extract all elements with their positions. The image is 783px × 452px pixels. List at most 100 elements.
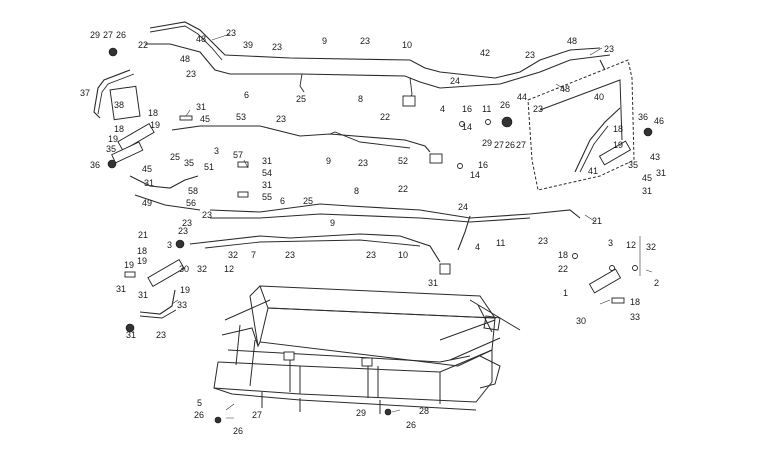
callout: 14: [470, 170, 480, 180]
callout: 54: [262, 168, 272, 178]
callout: 19: [180, 285, 190, 295]
callout: 22: [558, 264, 568, 274]
callout: 31: [126, 330, 136, 340]
callout: 10: [398, 250, 408, 260]
hydraulic-lines: [93, 21, 621, 319]
callout: 18: [114, 124, 124, 134]
callout: 40: [594, 92, 604, 102]
callout: 28: [419, 406, 429, 416]
callout: 7: [251, 250, 256, 260]
callout: 23: [604, 44, 614, 54]
callout: 31: [116, 284, 126, 294]
callout: 48: [560, 84, 570, 94]
callout: 31: [262, 156, 272, 166]
callout: 55: [262, 192, 272, 202]
callout: 52: [398, 156, 408, 166]
callout: 11: [482, 104, 491, 114]
callout: 25: [296, 94, 306, 104]
callout: 33: [630, 312, 640, 322]
callout: 23: [156, 330, 166, 340]
callout: 26: [505, 140, 515, 150]
callout: 57: [233, 150, 243, 160]
callout: 24: [450, 76, 460, 86]
callout: 12: [224, 264, 234, 274]
callout: 16: [478, 160, 488, 170]
callout: 27: [494, 140, 504, 150]
callout: 45: [142, 164, 152, 174]
callout: 29: [356, 408, 366, 418]
callout: 6: [280, 196, 285, 206]
callout: 3: [214, 146, 219, 156]
callout: 4: [475, 242, 480, 252]
callout: 8: [354, 186, 359, 196]
callout: 19: [150, 120, 160, 130]
callout: 23: [272, 42, 282, 52]
callout: 36: [638, 112, 648, 122]
callout: 53: [236, 112, 246, 122]
callout: 45: [642, 173, 652, 183]
callout: 25: [303, 196, 313, 206]
callout: 10: [402, 40, 412, 50]
callout: 14: [462, 122, 472, 132]
callout: 58: [188, 186, 198, 196]
callout: 23: [285, 250, 295, 260]
callout: 22: [380, 112, 390, 122]
callout: 23: [525, 50, 535, 60]
callout: 19: [613, 140, 623, 150]
callout: 35: [184, 158, 194, 168]
callout: 30: [179, 264, 189, 274]
callout: 31: [642, 186, 652, 196]
callout: 35: [106, 144, 116, 154]
callout: 24: [458, 202, 468, 212]
callout: 43: [650, 152, 660, 162]
callout: 26: [233, 426, 243, 436]
callout: 23: [358, 158, 368, 168]
callout: 31: [138, 290, 148, 300]
callout: 26: [194, 410, 204, 420]
callout: 31: [656, 168, 666, 178]
callout: 49: [142, 198, 152, 208]
callout: 23: [178, 226, 188, 236]
callout: 9: [326, 156, 331, 166]
callout: 51: [204, 162, 214, 172]
callout: 21: [138, 230, 148, 240]
callout: 4: [440, 104, 445, 114]
callout: 30: [576, 316, 586, 326]
callout: 19: [108, 134, 118, 144]
callout: 33: [177, 300, 187, 310]
callout: 23: [186, 69, 196, 79]
callout: 18: [148, 108, 158, 118]
callout: 32: [197, 264, 207, 274]
callout: 27: [516, 140, 526, 150]
callout: 9: [322, 36, 327, 46]
callout: 23: [182, 218, 192, 228]
callout: 21: [592, 216, 602, 226]
leader-lines: [171, 33, 653, 419]
callout: 22: [138, 40, 148, 50]
callout: 12: [626, 240, 636, 250]
callout: 3: [608, 238, 613, 248]
callout: 23: [538, 236, 548, 246]
callout: 27: [252, 410, 262, 420]
callout: 3: [167, 240, 172, 250]
callout: 19: [124, 260, 134, 270]
callout: 31: [262, 180, 272, 190]
callout: 56: [186, 198, 196, 208]
callout: 48: [196, 34, 206, 44]
callout: 29: [90, 30, 100, 40]
callout: 26: [116, 30, 126, 40]
callout: 31: [144, 178, 154, 188]
callout: 26: [406, 420, 416, 430]
callout: 31: [196, 102, 206, 112]
callout: 27: [103, 30, 113, 40]
callout: 42: [480, 48, 490, 58]
callout: 23: [533, 104, 543, 114]
callout: 46: [654, 116, 664, 126]
callout: 23: [276, 114, 286, 124]
callout: 9: [330, 218, 335, 228]
callout: 23: [360, 36, 370, 46]
frame-body: [213, 285, 521, 414]
callout: 23: [366, 250, 376, 260]
callout: 11: [496, 238, 505, 248]
